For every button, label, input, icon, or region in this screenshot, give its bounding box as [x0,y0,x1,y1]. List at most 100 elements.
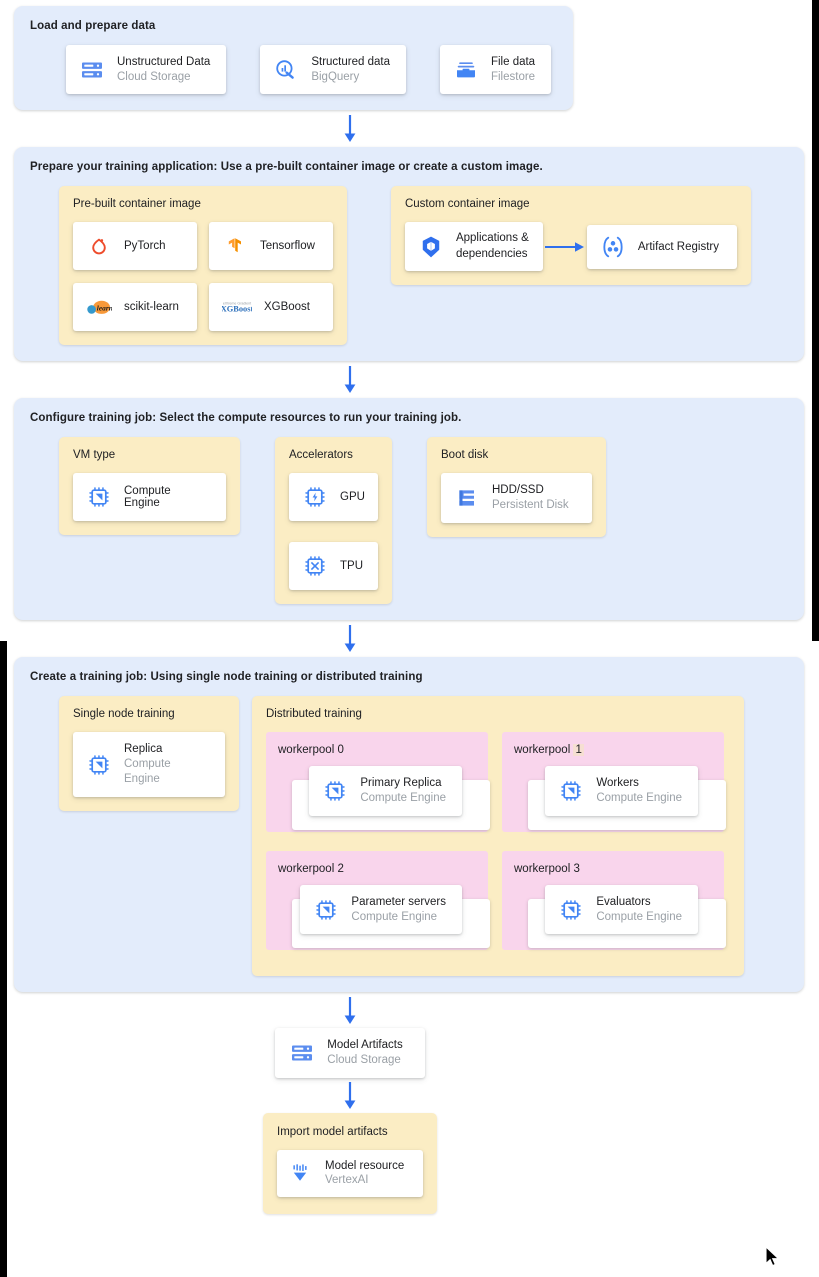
compute-engine-icon [86,484,112,510]
card-hdd-ssd[interactable]: HDD/SSD Persistent Disk [441,473,592,523]
compute-engine-icon [558,778,584,804]
card-tensorflow[interactable]: Tensorflow [208,222,333,271]
group-title: Accelerators [289,449,353,462]
arrow-apps-to-registry [543,240,587,254]
arrow-model-artifacts-to-import [14,1078,686,1113]
workflow-diagram: Load and prepare data Unstructured Data [14,6,806,1215]
pool-name: workerpool [278,862,335,875]
pool-workerpool-2: workerpool 2 Parameter servers Compute [266,850,490,951]
card-label: Compute Engine [124,485,171,510]
pool-name: workerpool [278,744,335,757]
stage-prepare-training-application: Prepare your training application: Use a… [14,147,804,362]
group-title: Import model artifacts [277,1125,388,1138]
card-subtitle: Persistent Disk [492,499,569,512]
card-structured-data[interactable]: Structured data BigQuery [260,45,406,95]
card-label-line2: dependencies [455,247,528,260]
card-tpu[interactable]: TPU [289,542,378,591]
card-subtitle: Filestore [490,70,536,83]
card-primary-replica[interactable]: Primary Replica Compute Engine [309,766,462,816]
card-unstructured-data[interactable]: Unstructured Data Cloud Storage [66,45,227,95]
xgboost-icon: eXtreme Gradient XGBoost [221,294,252,320]
card-evaluators[interactable]: Evaluators Compute Engine [545,884,698,935]
pool-name: workerpool [514,744,571,757]
card-label: GPU [340,491,365,504]
card-subtitle: Compute Engine [596,910,682,923]
left-black-edge-bar [0,641,7,1277]
card-label: PyTorch [124,240,166,253]
card-subtitle: Compute Engine [596,792,682,805]
card-model-artifacts[interactable]: Model Artifacts Cloud Storage [275,1028,425,1078]
arrow-stage3-to-stage4 [14,620,686,657]
card-model-resource[interactable]: Model resource VertexAI [277,1149,423,1198]
persistent-disk-icon [454,485,480,511]
card-file-data[interactable]: File data Filestore [439,45,552,95]
pool-title: workerpool 0 [278,744,476,756]
card-scikit-learn[interactable]: learn scikit-learn [73,283,197,332]
tpu-icon [302,553,328,579]
card-pytorch[interactable]: PyTorch [73,222,197,271]
card-label: Applications & [455,232,529,245]
card-compute-engine[interactable]: Compute Engine [73,473,226,522]
arrow-stage1-to-stage2 [14,110,686,147]
card-parameter-servers[interactable]: Parameter servers Compute Engine [300,884,462,935]
group-vm-type: VM type [59,437,240,536]
vertex-ai-icon [287,1160,313,1186]
card-gpu[interactable]: GPU [289,473,378,522]
stage3-title: Configure training job: Select the compu… [30,412,462,425]
card-applications-and-dependencies[interactable]: Applications & dependencies [404,222,543,272]
group-single-node-training: Single node training [59,696,239,811]
group-title: Distributed training [266,708,362,721]
card-subtitle: Compute Engine [124,758,171,785]
card-label: Artifact Registry [637,240,719,253]
stage-configure-training-job: Configure training job: Select the compu… [14,398,804,621]
stage-load-and-prepare-data: Load and prepare data Unstructured Data [14,6,573,111]
card-artifact-registry[interactable]: Artifact Registry [586,224,737,269]
card-workers[interactable]: Workers Compute Engine [545,766,698,816]
pool-workerpool-1: workerpool 1 Workers Compute Engine [502,732,726,832]
stage4-title: Create a training job: Using single node… [30,671,423,684]
tensorflow-icon [222,233,248,259]
arrow-stage4-to-model-artifacts [14,992,686,1028]
card-title: Structured data [311,56,390,68]
svg-text:eXtreme Gradient: eXtreme Gradient [223,302,251,306]
compute-engine-icon [558,897,584,923]
pool-title: workerpool 2 [278,863,476,875]
card-title: File data [490,56,536,68]
group-accelerators: Accelerators [275,437,392,605]
pool-name: workerpool [514,862,571,875]
card-subtitle: VertexAI [325,1174,369,1187]
pool-title: workerpool 1 [514,744,712,757]
card-title: Unstructured Data [117,56,211,68]
scikit-learn-icon: learn [86,294,112,320]
pool-index: 0 [337,744,344,757]
artifact-registry-icon [600,234,626,260]
card-title: Primary Replica [360,777,442,790]
card-title: Evaluators [596,895,651,908]
compute-engine-icon [86,752,112,778]
card-subtitle: Cloud Storage [327,1054,401,1067]
stage-model-artifacts: Model Artifacts Cloud Storage [14,1028,686,1078]
card-title: Model resource [325,1159,405,1172]
filestore-icon [453,57,479,83]
svg-text:learn: learn [97,304,112,313]
arrow-stage2-to-stage3 [14,361,686,398]
right-black-edge-bar [812,0,819,641]
card-replica[interactable]: Replica Compute Engine [73,732,225,797]
container-image-icon [418,234,444,260]
pytorch-icon [86,233,112,259]
stage1-title: Load and prepare data [30,20,156,32]
group-import-model-artifacts: Import model artifacts [263,1112,437,1215]
card-title: Replica [124,743,163,756]
card-subtitle: Compute Engine [360,792,446,805]
group-title: Pre-built container image [73,198,201,211]
pool-workerpool-0: workerpool 0 Primary Replica Compute En [266,732,490,832]
card-title: HDD/SSD [492,484,544,497]
card-xgboost[interactable]: eXtreme Gradient XGBoost XGBoost [208,283,333,332]
card-title: Model Artifacts [327,1039,403,1052]
card-title: Workers [596,777,639,790]
cloud-storage-icon [79,57,105,83]
card-label: Tensorflow [259,240,315,253]
pool-index: 3 [573,862,580,875]
group-title: Custom container image [404,198,530,211]
pool-workerpool-3: workerpool 3 Evaluators Compute Engine [502,850,726,951]
